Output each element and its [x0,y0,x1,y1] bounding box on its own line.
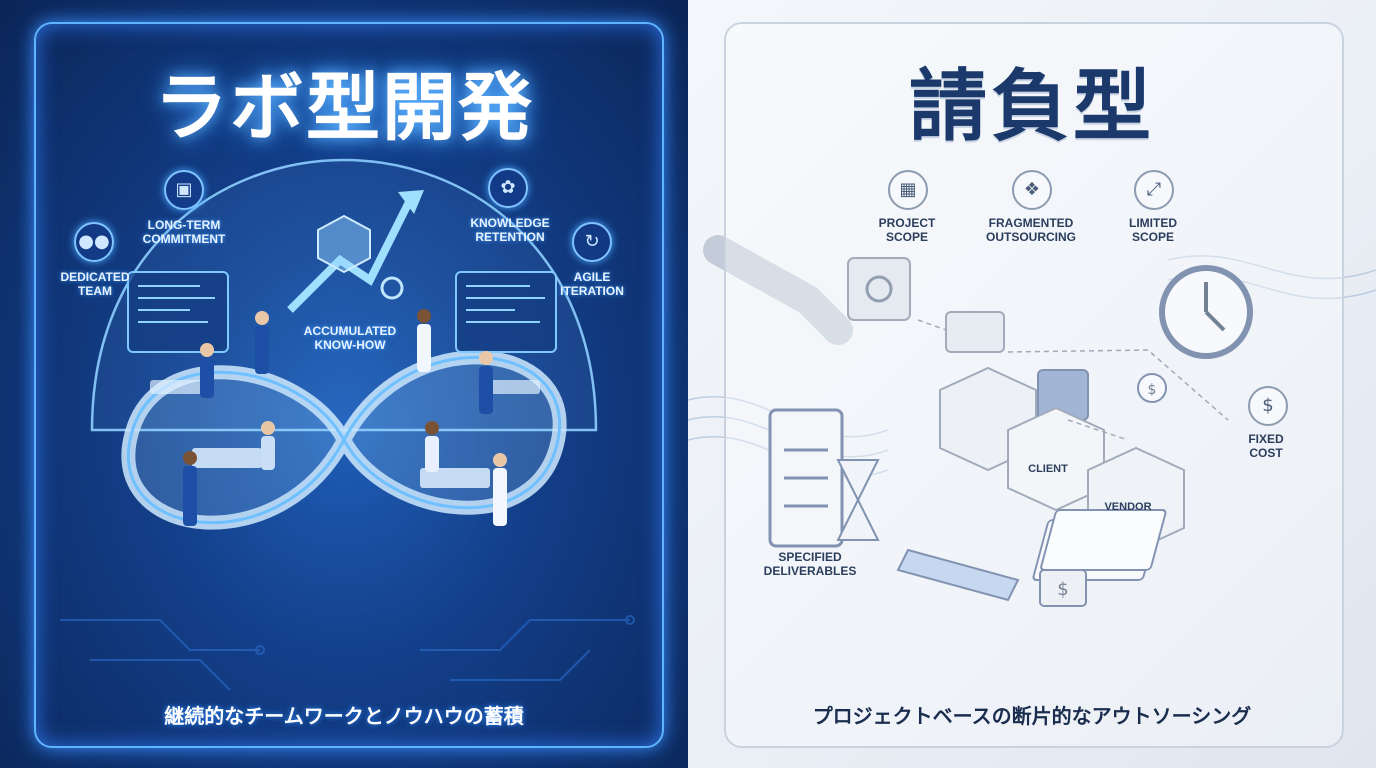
lab-title: ラボ型開発 [154,65,534,151]
network-cube [317,214,371,274]
contract-caption: プロジェクトベースの断片的なアウトソーシング [812,704,1252,728]
hourglass-icon [836,459,880,541]
coin-icon [1137,373,1167,403]
tag-fixed-cost: FIXED COST [1248,432,1284,460]
brain-icon: ✿ [488,168,528,208]
client-box-label: CLIENT [1028,463,1068,475]
arrows-icon: ⤢ [1134,170,1174,210]
tag-specified-deliverables: SPECIFIED DELIVERABLES [763,550,857,578]
document-stack [1032,509,1167,581]
flow-lines [917,319,1229,441]
robot-arm [703,235,853,345]
puzzle-icon: ▦ [888,170,928,210]
ruler [896,548,1020,602]
growth-arrow [287,198,414,313]
fragment-icon: ❖ [1012,170,1052,210]
team-members [183,309,507,526]
tag-agile-iteration: AGILE ITERATION [560,270,624,298]
circuit-lines [60,615,635,691]
team-icon: ●● [74,222,114,262]
right-frame [724,22,1344,748]
svg-text:$: $ [1057,579,1068,600]
contract-development-panel: $ $ 請負型 ▦ PROJECT SCOPE ❖ FRAGMENTED OUT… [688,0,1376,768]
tag-long-term: LONG-TERM COMMITMENT [142,218,226,246]
tag-project-scope: PROJECT SCOPE [878,216,936,244]
desk [420,468,490,488]
contract-illustration: $ $ [688,235,1376,607]
lab-caption: 継続的なチームワークとノウハウの蓄積 [164,704,524,728]
lab-development-panel: ラボ型開発 ●● DEDICATED TEAM ▣ LONG-TERM COMM… [0,0,688,768]
desk [480,380,540,394]
desk [192,448,262,468]
contract-title: 請負型 [908,62,1155,152]
tag-fragmented-outsourcing: FRAGMENTED OUTSOURCING [986,216,1076,244]
puzzle-piece [945,311,1005,353]
svg-text:$: $ [1148,382,1157,398]
dollar-tag [1039,569,1087,607]
calendar-icon: ▣ [164,170,204,210]
vendor-box-label: VENDOR [1104,501,1152,513]
tag-knowledge-retention: KNOWLEDGE RETENTION [470,216,550,244]
gear-icon [380,276,404,300]
left-frame [34,22,664,748]
code-screen-left [127,271,229,353]
desk [150,380,210,394]
puzzle-piece-gear [847,257,911,321]
cost-icon: $ [1248,386,1288,426]
code-screen-right [455,271,557,353]
tag-dedicated-team: DEDICATED TEAM [60,270,130,298]
gear-icon [865,275,893,303]
refresh-icon: ↻ [572,222,612,262]
tag-know-how: ACCUMULATED KNOW-HOW [303,324,397,352]
tag-limited-scope: LIMITED SCOPE [1129,216,1177,244]
lab-illustration [60,158,635,691]
